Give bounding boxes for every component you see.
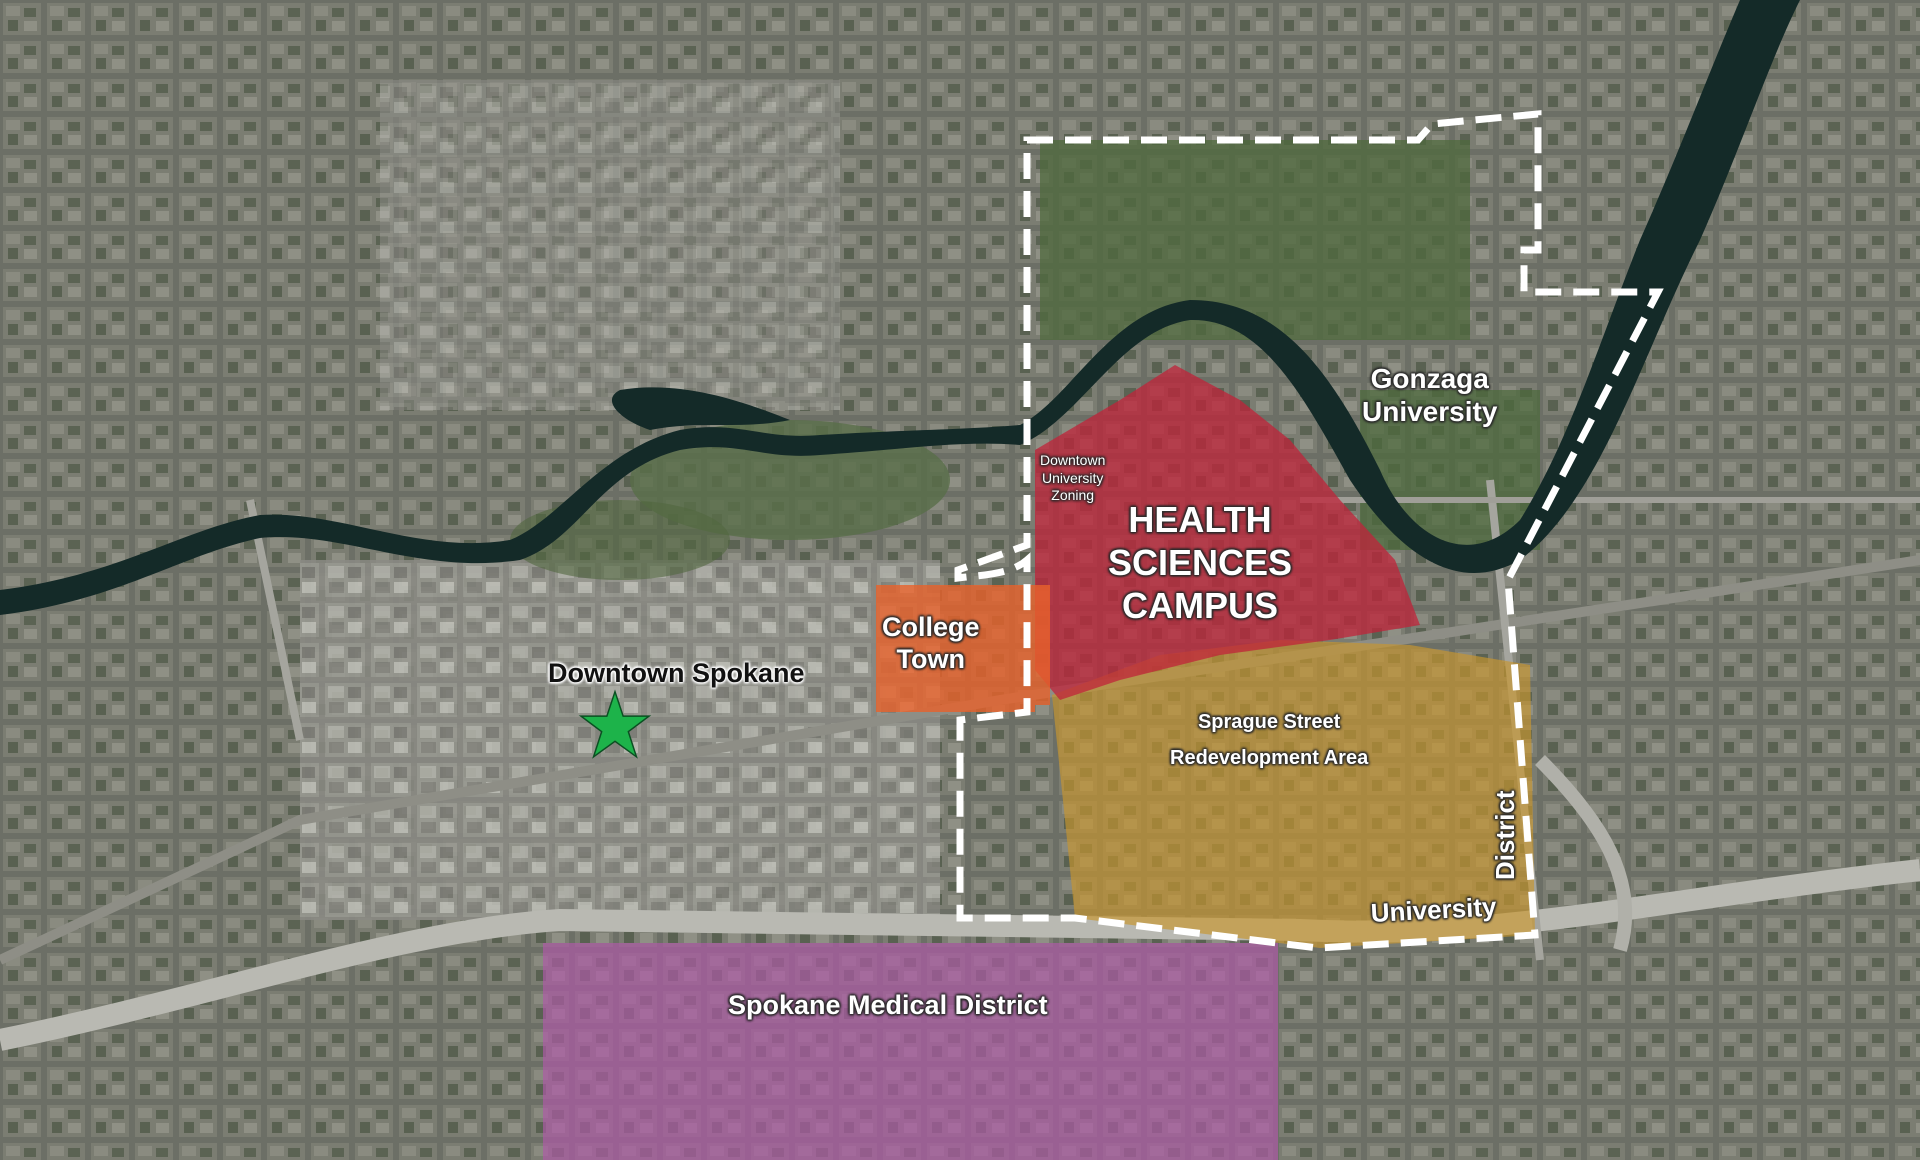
- university-district-label-university: University: [1370, 891, 1498, 928]
- downtown-university-zoning-label: Downtown University Zoning: [1040, 452, 1106, 503]
- gonzaga-university-label: Gonzaga University: [1362, 363, 1498, 428]
- medical-district-zone: [543, 943, 1278, 1160]
- university-district-label-district: District: [1490, 790, 1520, 880]
- health-sciences-campus-label: HEALTH SCIENCES CAMPUS: [1108, 499, 1293, 627]
- star-icon: [578, 689, 652, 759]
- college-town-label: College Town: [882, 612, 980, 674]
- downtown-spokane-label: Downtown Spokane: [548, 658, 805, 688]
- sprague-street-redevelopment-label: Sprague Street Redevelopment Area: [1170, 711, 1369, 769]
- spokane-medical-district-label: Spokane Medical District: [728, 990, 1048, 1020]
